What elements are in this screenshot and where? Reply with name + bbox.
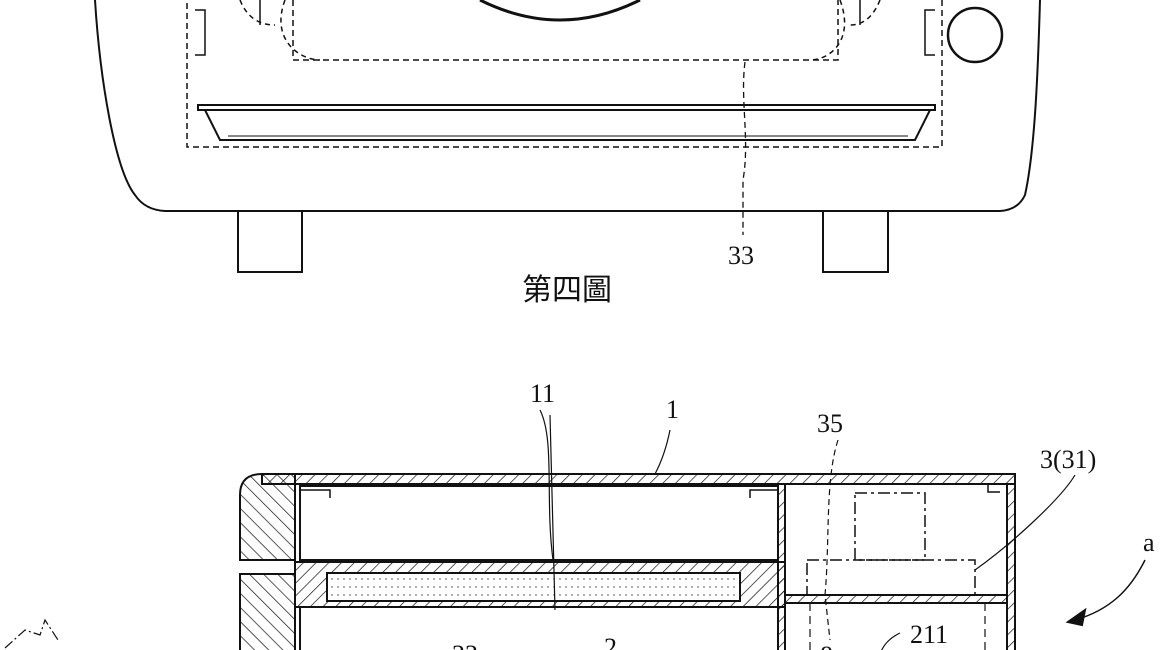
- module-block: [854, 492, 926, 561]
- label-22: 22: [452, 640, 478, 650]
- module-base: [806, 559, 976, 596]
- oven-body-outline: [94, 0, 1041, 212]
- right-wall: [1006, 483, 1016, 650]
- knob-icon: [946, 6, 1004, 64]
- inner-dashed-box: [292, 0, 839, 61]
- upper-compartment: [299, 485, 779, 561]
- label-33: 33: [728, 241, 754, 270]
- left-wall-upper: [239, 473, 296, 561]
- label-211: 211: [910, 620, 948, 649]
- label-35: 35: [817, 409, 843, 438]
- door-dashed-outline: [186, 0, 943, 148]
- label-1: 1: [666, 395, 679, 424]
- label-a: a: [1143, 528, 1155, 557]
- foot-left: [237, 210, 303, 273]
- partition-wall: [777, 483, 786, 650]
- detail-callout: [4, 618, 59, 649]
- lower-chamber: [299, 606, 779, 650]
- figure-4-caption: 第四圖: [522, 273, 612, 308]
- figure-4-oven: [94, 0, 1041, 273]
- figure-5-section: [4, 409, 1146, 650]
- tray: [197, 104, 936, 141]
- left-wall-lower: [239, 573, 296, 650]
- shelf: [784, 594, 1008, 604]
- leader-33: [742, 61, 747, 235]
- label-2: 2: [604, 633, 617, 650]
- foot-right: [822, 210, 889, 273]
- dial-arc: [479, 0, 641, 22]
- view-arrow-a: [1074, 559, 1146, 621]
- label-3-31: 3(31): [1040, 445, 1096, 474]
- label-11: 11: [530, 379, 555, 408]
- top-wall: [261, 473, 1016, 485]
- label-8-clipped: 8: [820, 641, 833, 650]
